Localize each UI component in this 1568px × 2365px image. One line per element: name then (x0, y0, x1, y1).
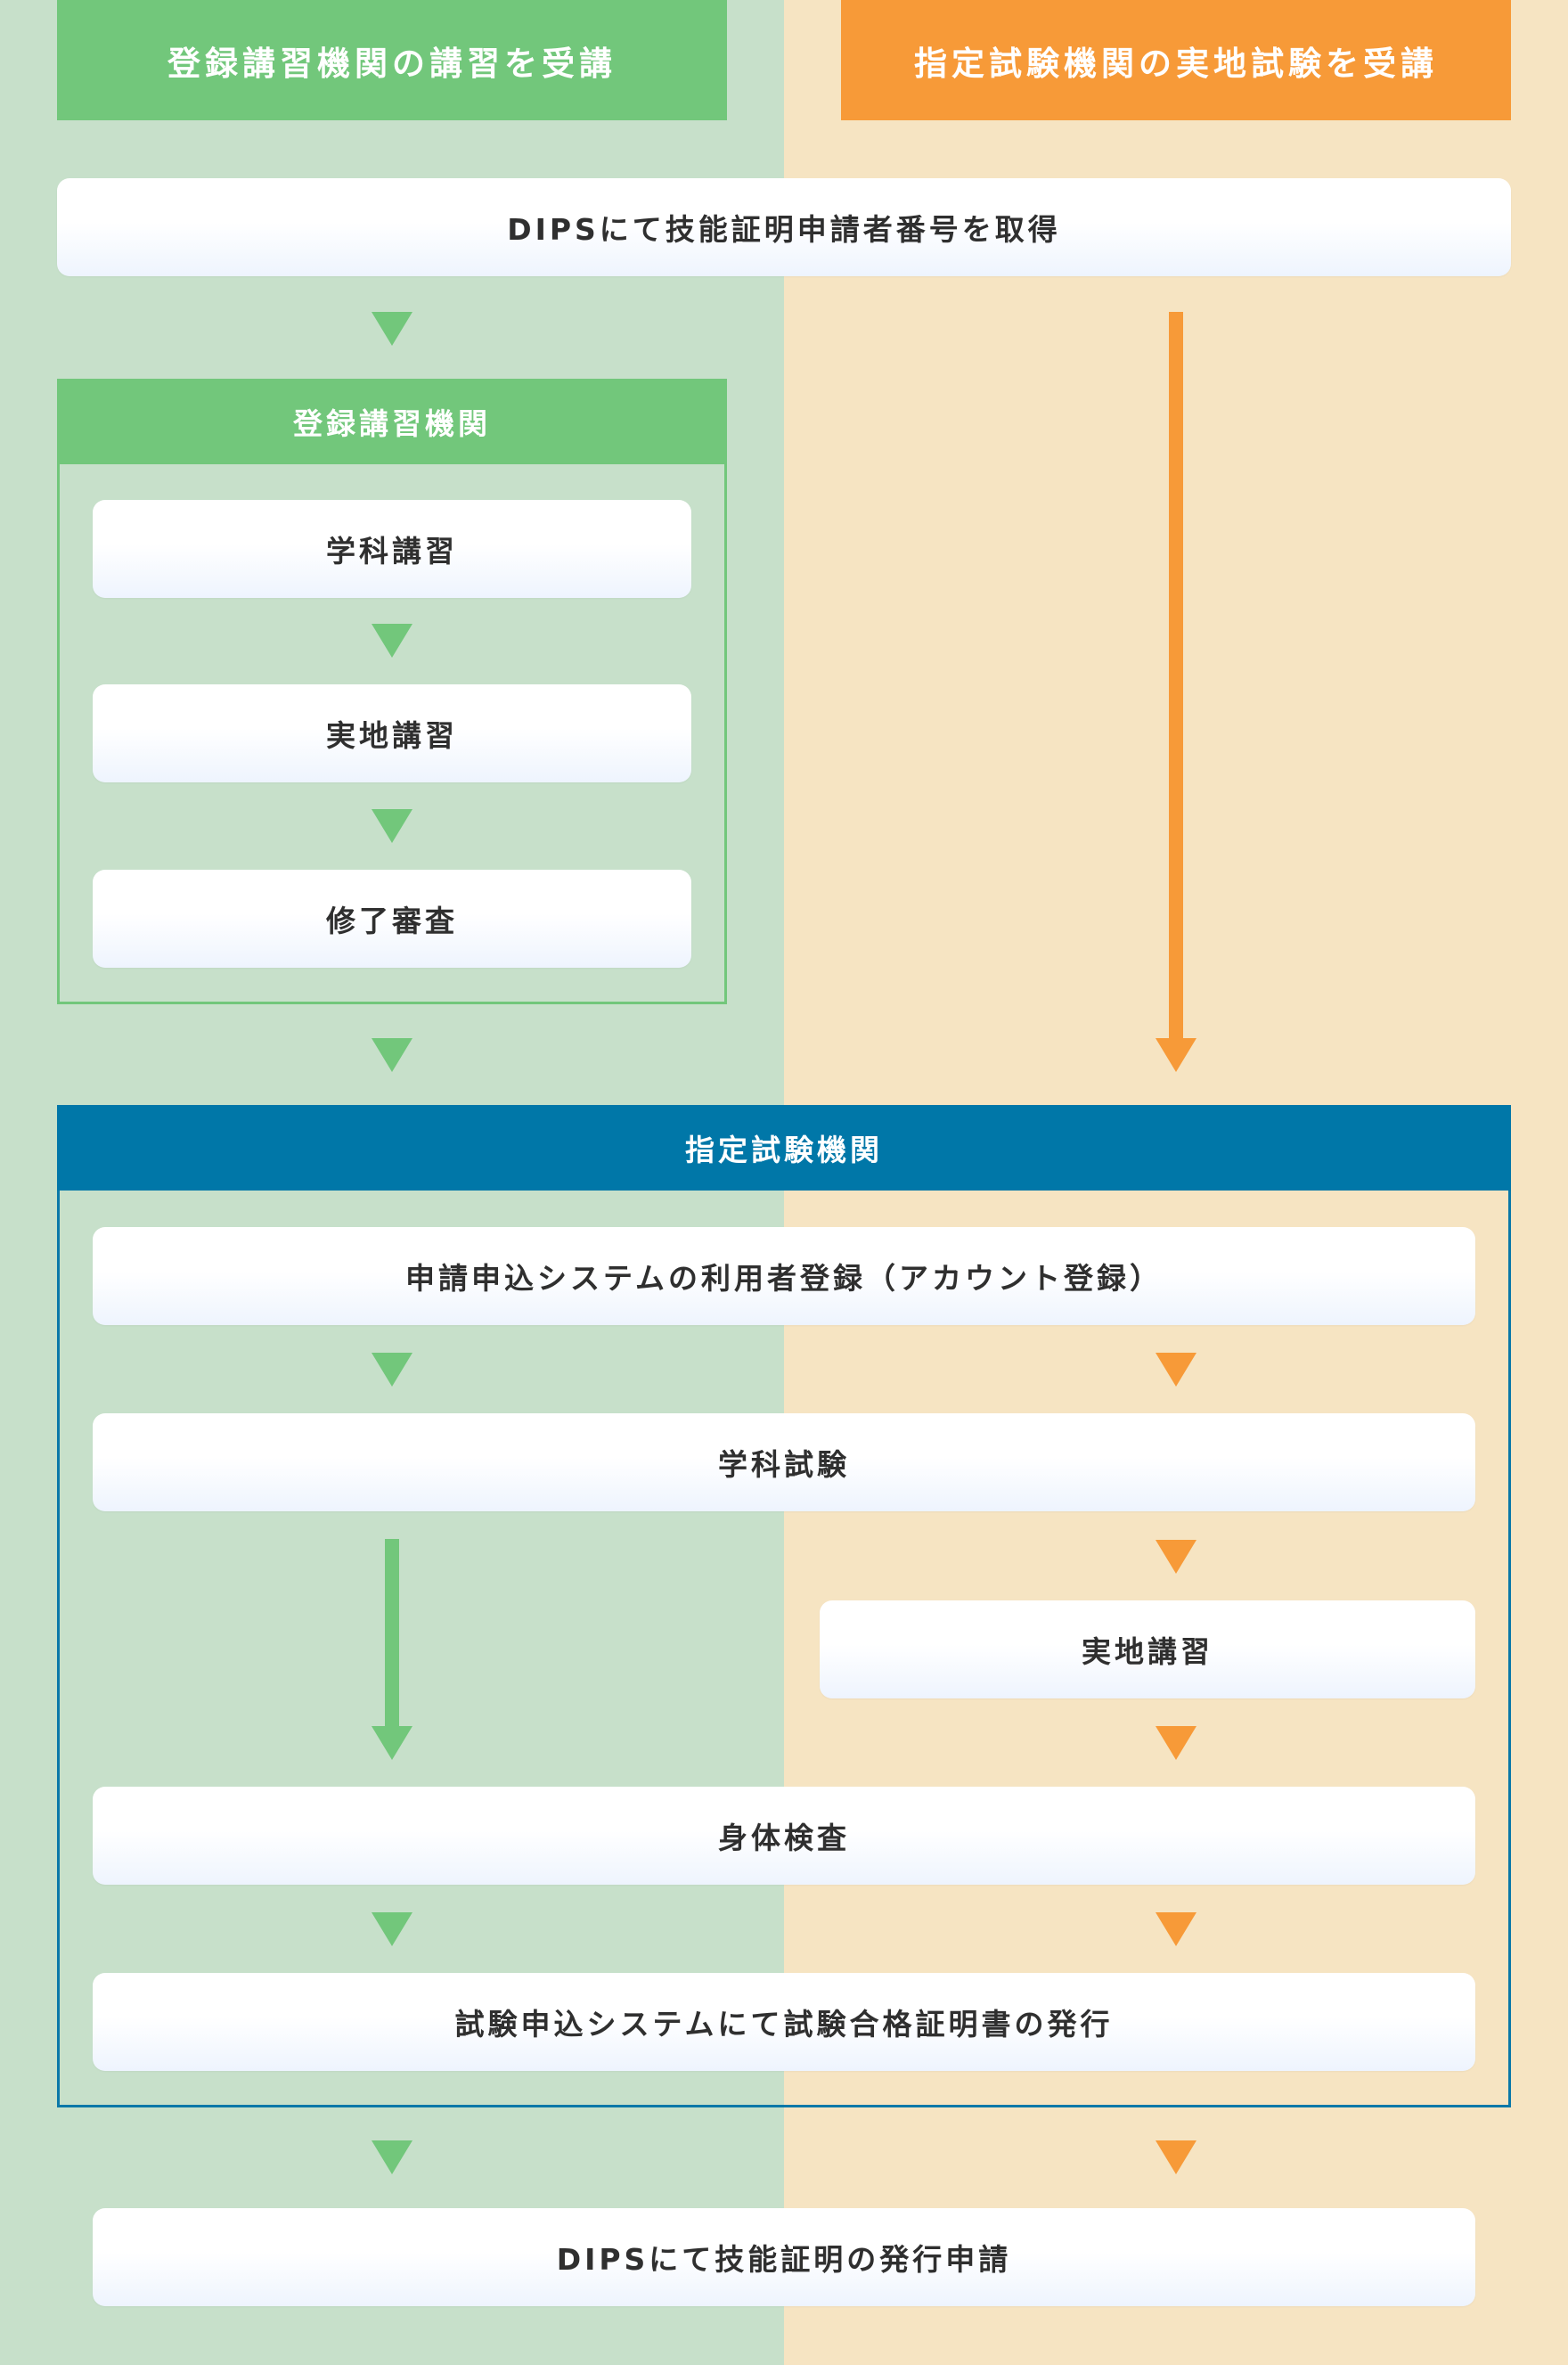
registered-training-org-group: 登録講習機関 (57, 379, 727, 1004)
flow-arrow-orange (1156, 1353, 1196, 1387)
written-exam-step: 学科試験 (93, 1413, 1475, 1511)
right-route-header: 指定試験機関の実地試験を受講 (841, 0, 1511, 120)
physical-exam-step: 身体検査 (93, 1787, 1475, 1885)
flow-arrow-orange (1156, 1912, 1196, 1946)
flow-arrow-green (372, 312, 412, 346)
registered-training-org-title: 登録講習機関 (57, 379, 727, 464)
flow-arrow-green (372, 2140, 412, 2174)
flow-arrow-orange (1156, 1038, 1196, 1072)
dips-applicant-number-step: DIPSにて技能証明申請者番号を取得 (57, 178, 1511, 276)
flow-arrow-orange (1156, 2140, 1196, 2174)
flow-arrow-green (372, 1353, 412, 1387)
flow-arrow-green (372, 624, 412, 658)
flow-arrow-green (372, 1038, 412, 1072)
left-route-header: 登録講習機関の講習を受講 (57, 0, 727, 120)
certificate-issuance-step: 試験申込システムにて試験合格証明書の発行 (93, 1973, 1475, 2071)
designated-exam-org-title: 指定試験機関 (57, 1105, 1511, 1191)
flow-arrow-orange (1156, 1540, 1196, 1574)
flow-arrow-orange-shaft (1169, 312, 1183, 1043)
completion-review-step: 修了審査 (93, 870, 691, 968)
flow-arrow-green (372, 1912, 412, 1946)
account-registration-step: 申請申込システムの利用者登録（アカウント登録） (93, 1227, 1475, 1325)
flow-arrow-green-shaft (385, 1539, 399, 1739)
designated-exam-org-group: 指定試験機関 (57, 1105, 1511, 2107)
flow-arrow-green (372, 1726, 412, 1760)
exam-practical-training-step: 実地講習 (820, 1600, 1475, 1698)
license-application-step: DIPSにて技能証明の発行申請 (93, 2208, 1475, 2306)
flow-arrow-orange (1156, 1726, 1196, 1760)
classroom-training-step: 学科講習 (93, 500, 691, 598)
practical-training-step: 実地講習 (93, 684, 691, 782)
flow-arrow-green (372, 809, 412, 843)
